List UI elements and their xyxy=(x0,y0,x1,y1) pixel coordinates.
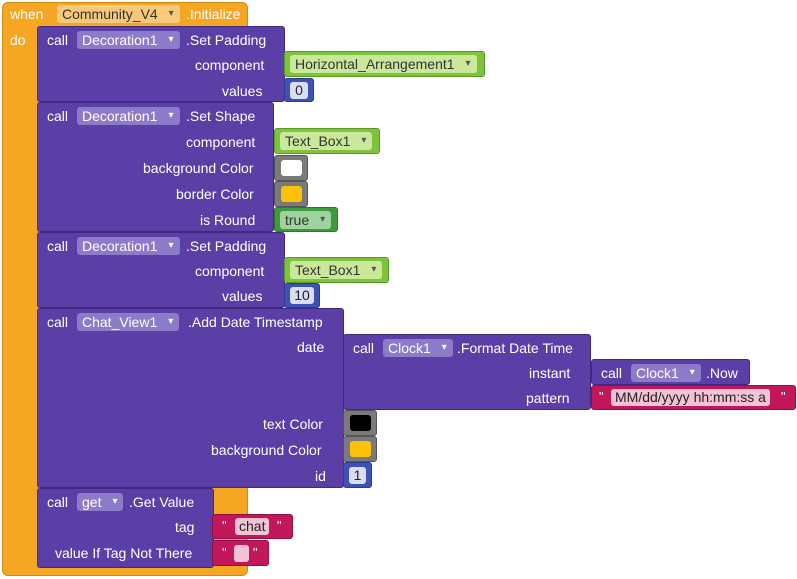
number-value[interactable]: 1 xyxy=(349,467,366,484)
tag-value[interactable]: chat xyxy=(235,518,270,535)
call-label: call xyxy=(353,340,375,356)
arg-border-color-label: border Color xyxy=(176,186,254,202)
event-name-label: .Initialize xyxy=(186,6,241,22)
arg-is-round-label: is Round xyxy=(200,212,256,228)
arg-component-label: component xyxy=(186,134,256,150)
component-value-dropdown[interactable]: Text_Box1 xyxy=(280,132,373,150)
arg-tag-label: tag xyxy=(175,519,195,535)
component-block[interactable]: Text_Box1 xyxy=(284,257,389,283)
clock-now-block[interactable]: call Clock1 .Now xyxy=(591,359,750,385)
pattern-value[interactable]: MM/dd/yyyy hh:mm:ss a xyxy=(611,389,770,406)
component-dropdown[interactable]: Clock1 xyxy=(631,364,701,382)
arg-component-label: component xyxy=(195,57,265,73)
pattern-text-block[interactable]: " MM/dd/yyyy hh:mm:ss a " xyxy=(591,385,796,410)
do-label: do xyxy=(10,32,26,48)
component-dropdown[interactable]: get xyxy=(77,493,124,511)
method-label: .Get Value xyxy=(129,494,195,510)
method-label: .Now xyxy=(706,365,738,381)
color-black-block[interactable] xyxy=(343,410,377,436)
tag-text-block[interactable]: " chat " xyxy=(212,514,293,539)
set-padding-block-2[interactable]: call Decoration1 .Set Padding component … xyxy=(37,232,285,308)
open-quote: " xyxy=(222,545,227,560)
arg-text-color-label: text Color xyxy=(263,416,323,432)
component-dropdown[interactable]: Chat_View1 xyxy=(77,313,180,331)
arg-background-color-label: background Color xyxy=(211,442,322,458)
open-quote: " xyxy=(599,389,604,404)
arg-values-label: values xyxy=(222,288,263,304)
component-value-dropdown[interactable]: Text_Box1 xyxy=(290,261,383,279)
component-value-dropdown[interactable]: Horizontal_Arrangement1 xyxy=(290,55,477,73)
set-padding-block-1[interactable]: call Decoration1 .Set Padding component … xyxy=(37,26,285,102)
set-shape-block[interactable]: call Decoration1 .Set Shape component ba… xyxy=(37,102,274,232)
empty-text-block[interactable]: " " xyxy=(212,540,269,566)
yellow-swatch[interactable] xyxy=(281,186,302,202)
component-dropdown[interactable]: Decoration1 xyxy=(77,107,180,125)
call-label: call xyxy=(601,365,623,381)
arg-id-label: id xyxy=(315,468,326,484)
number-block[interactable]: 10 xyxy=(284,283,320,308)
color-yellow-block[interactable] xyxy=(343,436,377,462)
call-label: call xyxy=(47,108,69,124)
logic-true-block[interactable]: true xyxy=(274,207,338,232)
component-block[interactable]: Text_Box1 xyxy=(274,128,380,154)
call-label: call xyxy=(47,32,69,48)
number-value[interactable]: 10 xyxy=(290,287,314,304)
event-body-white-bg xyxy=(248,0,797,579)
open-quote: " xyxy=(222,518,227,533)
arg-background-color-label: background Color xyxy=(143,160,254,176)
number-block[interactable]: 0 xyxy=(284,78,314,102)
close-quote: " xyxy=(781,389,786,404)
number-value[interactable]: 0 xyxy=(290,82,308,99)
yellow-swatch[interactable] xyxy=(350,441,371,457)
arg-value-if-tag-not-there-label: value If Tag Not There xyxy=(55,545,193,561)
get-value-block[interactable]: call get .Get Value tag value If Tag Not… xyxy=(37,488,214,568)
method-label: .Set Padding xyxy=(186,32,267,48)
empty-string-value[interactable] xyxy=(234,545,249,562)
arg-component-label: component xyxy=(195,263,265,279)
number-block[interactable]: 1 xyxy=(343,462,372,488)
color-white-block[interactable] xyxy=(274,155,308,181)
call-label: call xyxy=(47,238,69,254)
component-block[interactable]: Horizontal_Arrangement1 xyxy=(284,51,485,77)
when-label: when xyxy=(10,6,44,22)
white-swatch[interactable] xyxy=(281,160,302,176)
method-label: .Set Shape xyxy=(186,108,256,124)
method-label: .Set Padding xyxy=(186,238,267,254)
screen-dropdown[interactable]: Community_V4 xyxy=(57,5,180,23)
method-label: .Format Date Time xyxy=(457,340,573,356)
close-quote: " xyxy=(253,545,258,560)
component-dropdown[interactable]: Decoration1 xyxy=(77,237,180,255)
method-label: .Add Date Timestamp xyxy=(188,314,323,330)
boolean-dropdown[interactable]: true xyxy=(280,211,332,229)
call-label: call xyxy=(47,494,69,510)
add-date-timestamp-block[interactable]: call Chat_View1 .Add Date Timestamp date… xyxy=(37,308,344,488)
color-yellow-block[interactable] xyxy=(274,181,308,207)
format-date-time-block[interactable]: call Clock1 .Format Date Time instant pa… xyxy=(343,334,591,410)
arg-instant-label: instant xyxy=(529,365,571,381)
black-swatch[interactable] xyxy=(350,415,371,431)
call-label: call xyxy=(47,314,69,330)
arg-values-label: values xyxy=(222,83,263,99)
arg-pattern-label: pattern xyxy=(526,390,570,406)
component-dropdown[interactable]: Decoration1 xyxy=(77,31,180,49)
close-quote: " xyxy=(277,518,282,533)
component-dropdown[interactable]: Clock1 xyxy=(383,339,453,357)
arg-date-label: date xyxy=(297,339,325,355)
